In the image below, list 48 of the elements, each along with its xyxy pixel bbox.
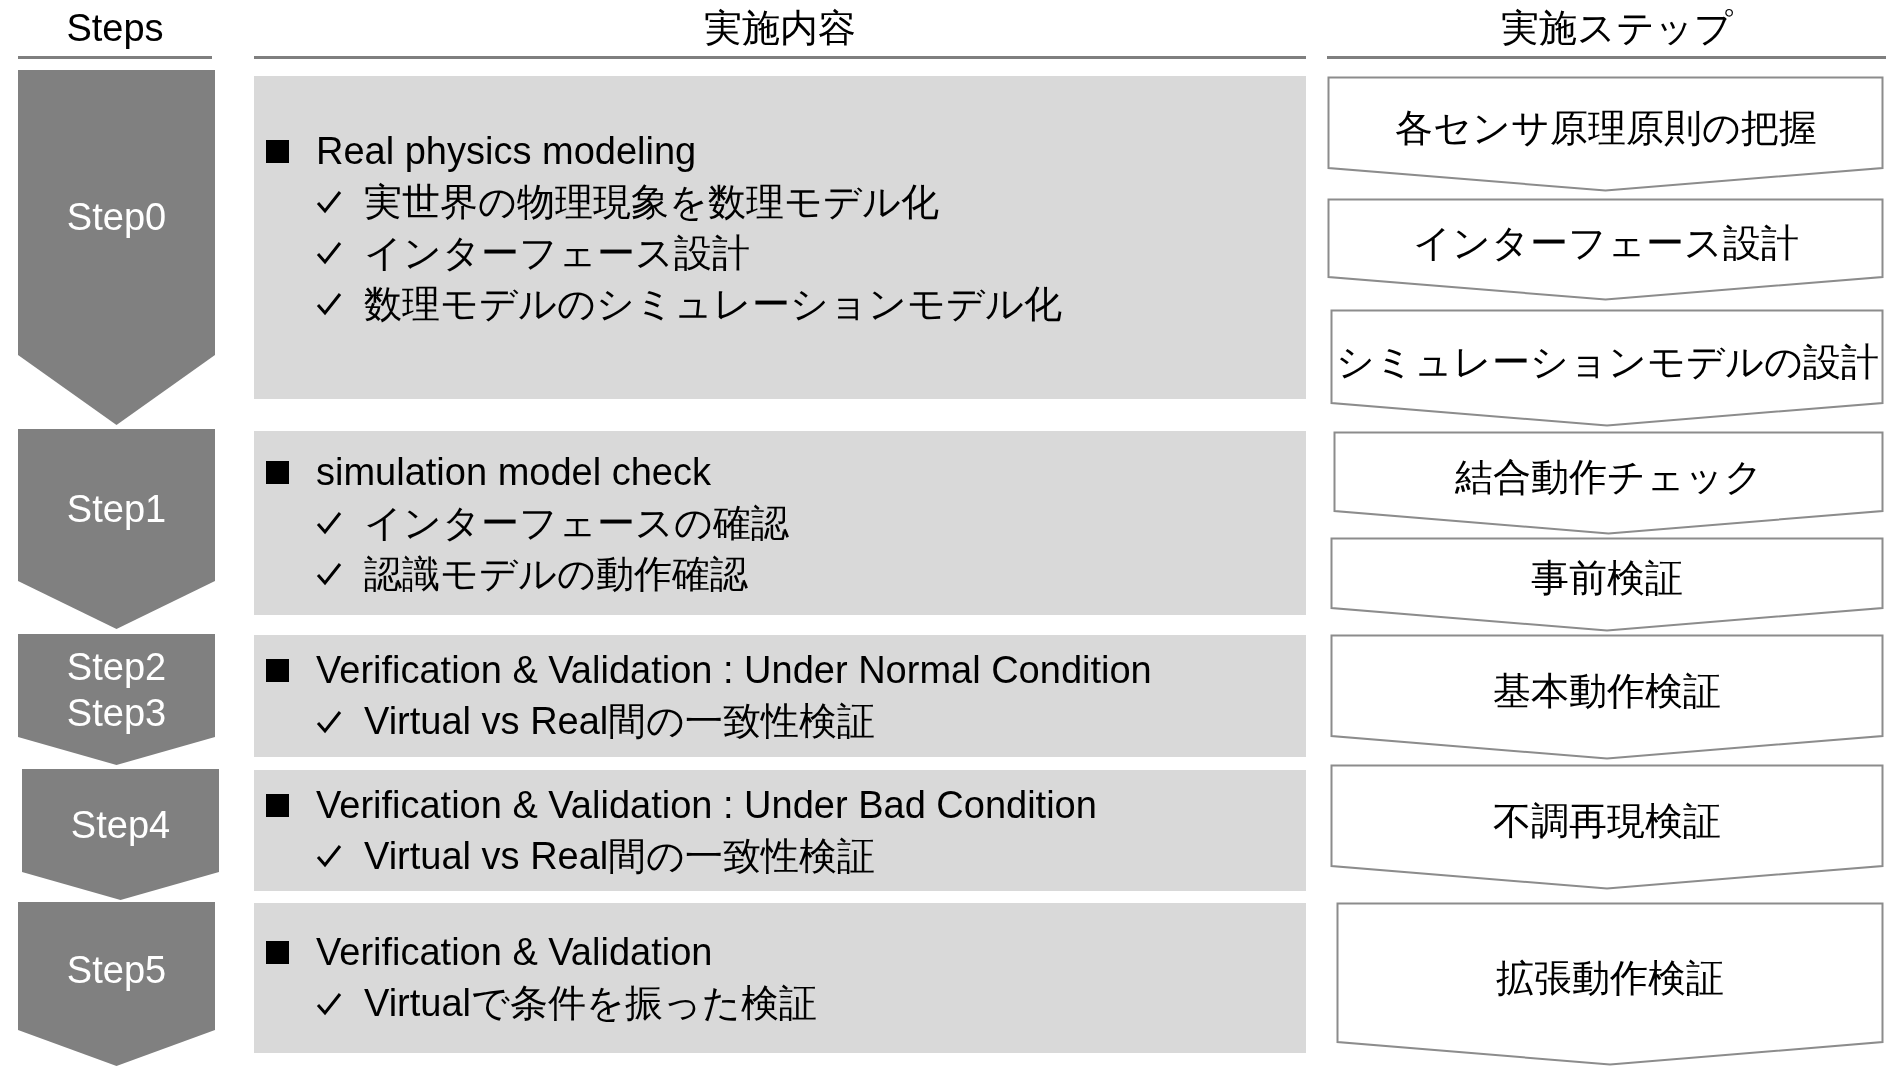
stage-block <box>1336 902 1884 1066</box>
step-block <box>22 769 219 900</box>
check-item: Virtualで条件を振った検証 <box>364 981 818 1026</box>
step-block <box>18 634 215 765</box>
content-panel <box>254 770 1306 891</box>
stage-block <box>1327 198 1884 301</box>
step-title: インターフェース設計 <box>1411 221 1800 266</box>
step-block <box>18 429 215 629</box>
section-heading: simulation model check <box>316 450 711 494</box>
step-title: 不調再現検証 <box>1492 798 1722 844</box>
step-title: 各センサ原理原則の把握 <box>1393 105 1818 151</box>
step-title: 拡張動作検証 <box>1495 955 1725 1001</box>
check-item: Virtual vs Real間の一致性検証 <box>364 699 876 744</box>
stage-block <box>1327 76 1884 192</box>
check-item: 実世界の物理現象を数理モデル化 <box>364 179 939 225</box>
section-heading: Verification & Validation : Under Bad Condition <box>316 783 1097 827</box>
check-item: 数理モデルのシミュレーションモデル化 <box>364 281 1062 327</box>
step-label: Step0 <box>65 194 168 240</box>
column-header: Steps <box>18 0 212 59</box>
step-title: 基本動作検証 <box>1492 668 1722 714</box>
step-label: Step3 <box>65 690 168 736</box>
step-title: 結合動作チェック <box>1453 454 1764 500</box>
check-item: インターフェース設計 <box>364 230 750 276</box>
step-label: Step2 <box>65 644 168 690</box>
stage-block <box>1330 634 1884 760</box>
stage-block <box>1330 309 1884 427</box>
check-item: Virtual vs Real間の一致性検証 <box>364 833 876 879</box>
step-title: シミュレーションモデルの設計 <box>1334 339 1880 385</box>
section-heading: Verification & Validation : Under Normal Condition <box>316 649 1152 692</box>
stage-block <box>1333 431 1884 535</box>
column-header: 実施内容 <box>254 0 1306 59</box>
step-block <box>18 70 215 425</box>
stage-block <box>1330 764 1884 890</box>
step-label: Step5 <box>65 948 168 994</box>
section-heading: Real physics modeling <box>316 129 697 173</box>
content-panel <box>254 431 1306 615</box>
column-header: 実施ステップ <box>1327 0 1886 59</box>
stage-block <box>1330 537 1884 632</box>
step-block <box>18 902 215 1066</box>
step-label: Step1 <box>65 487 168 533</box>
step-title: 事前検証 <box>1530 556 1684 601</box>
content-panel <box>254 903 1306 1053</box>
check-item: 認識モデルの動作確認 <box>364 551 748 597</box>
section-heading: Verification & Validation <box>316 931 713 974</box>
check-item: インターフェースの確認 <box>364 500 789 546</box>
content-panel <box>254 635 1306 757</box>
step-label: Step4 <box>69 802 172 848</box>
content-panel <box>254 76 1306 399</box>
